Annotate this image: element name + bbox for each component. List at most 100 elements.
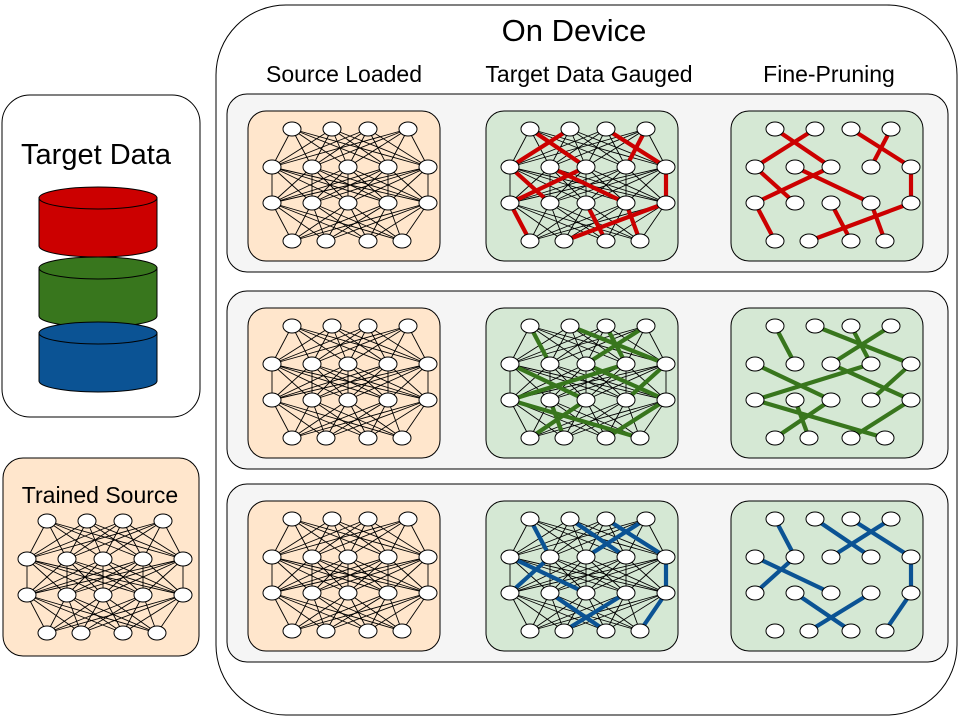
highlighted-edge (561, 590, 629, 634)
neuron-node (616, 392, 636, 408)
neuron-node (630, 233, 650, 249)
connection-edge (367, 592, 429, 632)
highlighted-edge (752, 554, 798, 596)
highlighted-edge (527, 126, 589, 170)
connection-edge (291, 399, 389, 439)
neuron-node (540, 392, 560, 408)
neuron-node (113, 513, 133, 529)
connection-edge (271, 363, 389, 401)
connection-edge (80, 594, 144, 634)
neuron-node (861, 549, 881, 565)
connection-edge (325, 202, 389, 242)
neuron-node (616, 159, 636, 175)
neuron-node (875, 233, 895, 249)
neuron-node (520, 430, 540, 446)
dataset-cylinders (38, 186, 158, 393)
connection-edge (509, 518, 647, 558)
column-header-target-gauged: Target Data Gauged (485, 61, 692, 87)
neuron-node (875, 430, 895, 446)
neuron-node (282, 430, 302, 446)
trained-source-label: Trained Source (22, 482, 178, 508)
neuron-node (596, 511, 616, 527)
connection-edge (142, 558, 184, 596)
neuron-node (785, 356, 805, 372)
neuron-node (576, 159, 596, 175)
neuron-node (785, 392, 805, 408)
connection-edge (291, 592, 429, 632)
connection-edge (26, 558, 144, 596)
neuron-node (656, 549, 676, 565)
highlighted-edge (828, 516, 894, 560)
neuron-node (630, 430, 650, 446)
connection-edge (271, 128, 369, 168)
green-dataset-cylinder-icon (38, 256, 158, 328)
neuron-node (805, 318, 825, 334)
connection-edge (509, 325, 647, 365)
connection-edge (325, 399, 429, 439)
neuron-node (282, 121, 302, 137)
highlighted-edge (848, 516, 914, 560)
highlighted-edge (507, 164, 553, 206)
connection-edge (529, 592, 587, 632)
connection-edge (367, 399, 429, 439)
neuron-node (745, 356, 765, 372)
source-loaded-panel (247, 110, 441, 262)
connection-edge (509, 202, 565, 242)
neuron-node (785, 585, 805, 601)
neuron-node (765, 623, 785, 639)
neuron-node (576, 585, 596, 601)
neuron-node (338, 356, 358, 372)
neuron-node (398, 121, 418, 137)
connection-edge (585, 556, 667, 594)
neuron-node (560, 121, 580, 137)
neuron-node (630, 623, 650, 639)
neuron-node (540, 585, 560, 601)
highlighted-edge (547, 164, 629, 206)
neuron-node (418, 585, 438, 601)
neuron-node (17, 551, 37, 567)
neuron-node (418, 392, 438, 408)
neuron-node (596, 430, 616, 446)
connection-edge (605, 202, 667, 242)
neuron-node (745, 392, 765, 408)
neuron-node (841, 511, 861, 527)
highlighted-edge (507, 397, 643, 441)
neuron-node (392, 430, 412, 446)
neuron-node (322, 121, 342, 137)
connection-edge (271, 556, 313, 594)
neuron-node (378, 159, 398, 175)
highlighted-edge (583, 516, 649, 560)
highlighted-edge (603, 516, 669, 560)
neuron-node (554, 430, 574, 446)
neuron-node (392, 623, 412, 639)
neuron-node (262, 392, 282, 408)
highlighted-edge (752, 361, 874, 403)
neuron-node (540, 195, 560, 211)
connection-edge (291, 202, 429, 242)
neuron-node (302, 159, 322, 175)
connection-edge (102, 520, 164, 560)
neuron-node (636, 121, 656, 137)
connection-edge (569, 128, 667, 168)
column-header-source-loaded: Source Loaded (266, 61, 422, 87)
neuron-node (745, 159, 765, 175)
highlighted-edge (752, 554, 834, 596)
device-row-red (226, 93, 949, 273)
connection-edge (387, 363, 429, 401)
neuron-node (173, 551, 193, 567)
neuron-node (576, 356, 596, 372)
neuron-node (799, 623, 819, 639)
connection-edge (509, 128, 647, 168)
connection-edge (509, 592, 565, 632)
connection-edge (563, 592, 667, 632)
neuron-node (576, 549, 596, 565)
connection-edge (271, 202, 327, 242)
connection-edge (625, 556, 667, 594)
neuron-node (875, 623, 895, 639)
neuron-node (881, 121, 901, 137)
connection-edge (271, 518, 369, 558)
neuron-node (785, 159, 805, 175)
connection-edge (347, 399, 403, 439)
neuron-node (520, 318, 540, 334)
